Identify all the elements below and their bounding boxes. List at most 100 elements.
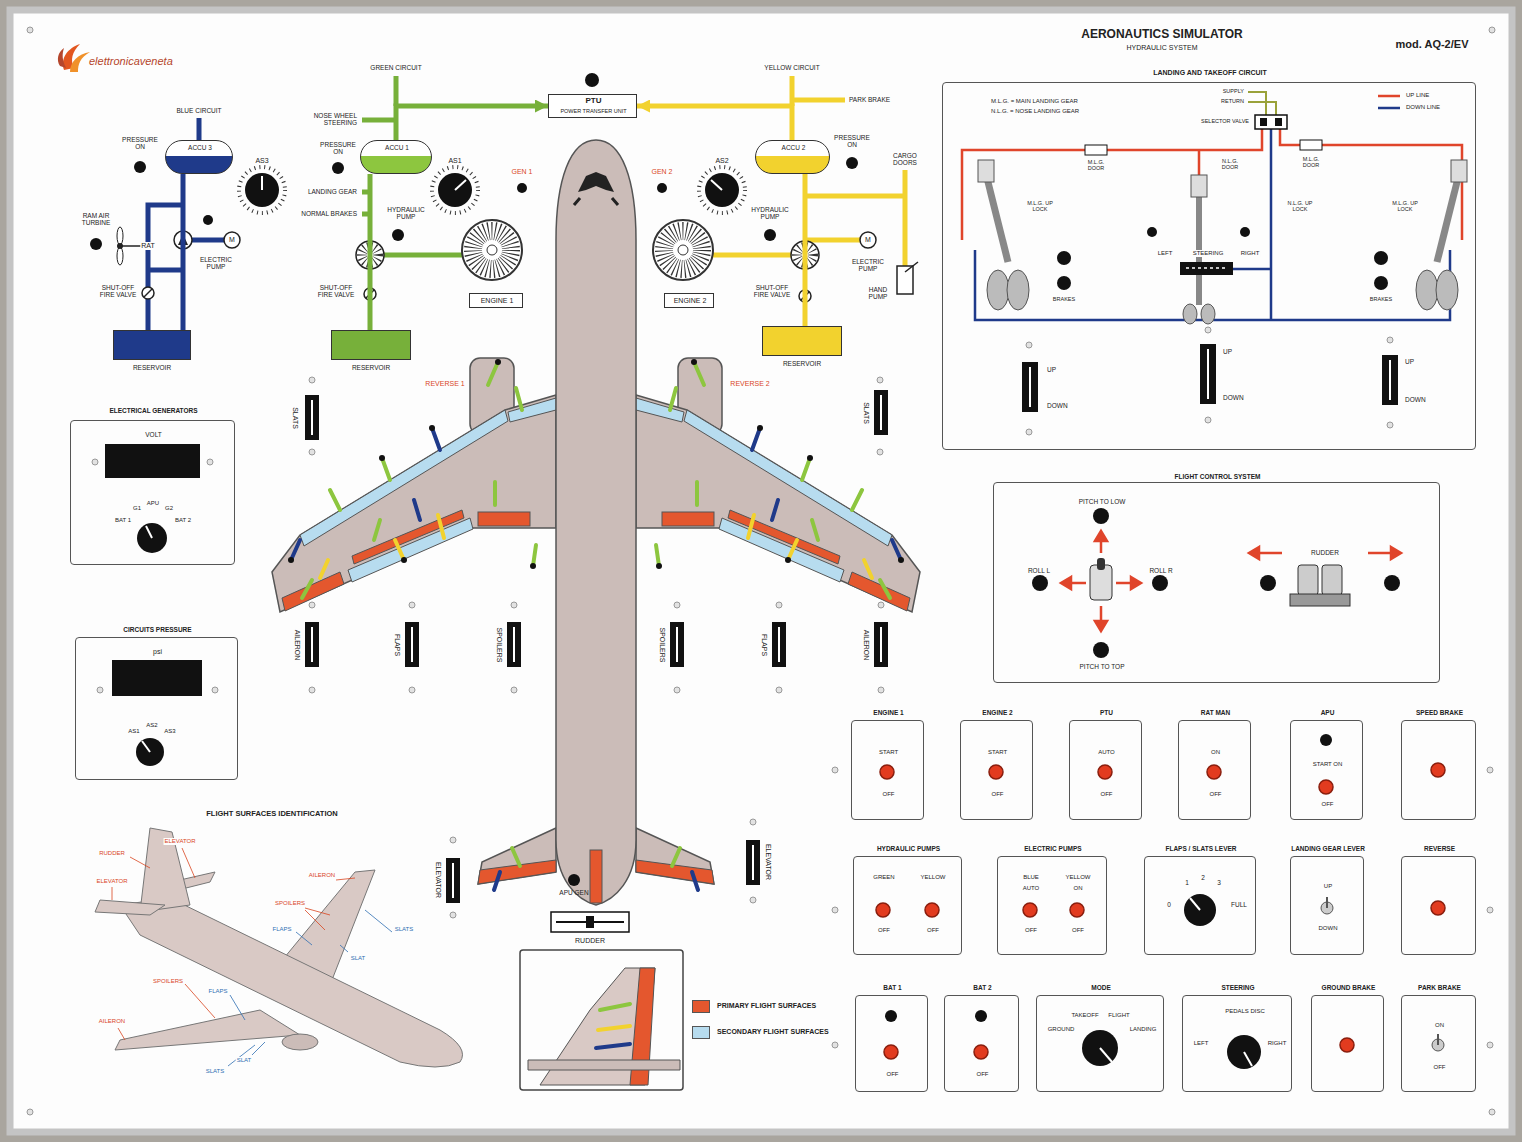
node-heading: LANDING GEAR LEVER	[1291, 845, 1365, 852]
part-label: FLIGHT SURFACES IDENTIFICATION	[205, 810, 339, 818]
screw	[1489, 27, 1495, 33]
flight-control-panel: FLIGHT CONTROL SYSTEMPITCH TO LOWROLL LR…	[993, 482, 1440, 683]
pressure-panel: CIRCUITS PRESSUREpsiAS1AS2AS3	[75, 637, 238, 780]
surface-switch	[551, 912, 629, 932]
node-text: G1	[133, 505, 141, 512]
stabilizer	[494, 872, 500, 890]
node-text: FULL	[1231, 901, 1247, 908]
control-box: BAT 2OFF	[944, 995, 1019, 1092]
surface-switch	[874, 622, 888, 667]
yellow-circuit	[585, 73, 599, 87]
screw	[27, 27, 33, 33]
flight-control-icons	[1061, 531, 1401, 631]
wing	[493, 482, 497, 505]
part-label: ELEVATOR	[95, 878, 128, 885]
blue-circuit	[245, 173, 279, 207]
landing-gear-circuit	[1180, 262, 1233, 275]
control-switch	[1227, 1035, 1261, 1069]
part-label: REVERSE 2	[729, 380, 770, 388]
surface-switch	[513, 627, 515, 662]
part-label: FLAPS	[760, 633, 768, 657]
part-label: HYDRAULIC PUMP	[385, 206, 427, 220]
part-label: SPOILERS	[152, 978, 184, 985]
node-heading: GROUND BRAKE	[1322, 984, 1376, 991]
node-text: APU	[147, 500, 159, 507]
hydraulic-line	[368, 174, 373, 330]
landing-gear-circuit	[1374, 251, 1388, 265]
wing	[432, 428, 440, 450]
node-heading: BAT 2	[973, 984, 991, 991]
green-circuit	[473, 231, 511, 269]
surfaces-identification-drawing	[112, 887, 113, 900]
part-label: BRAKES	[1369, 296, 1393, 302]
flight-control-icons	[1258, 552, 1282, 555]
stabilizer	[512, 848, 520, 866]
wing	[401, 557, 407, 563]
flight-control-icons	[1093, 508, 1109, 524]
part-label: ELEVATOR	[764, 843, 772, 881]
control-switch	[1437, 1034, 1439, 1045]
reservoir: RESERVOIR	[331, 330, 411, 374]
landing-gear-circuit	[1200, 344, 1216, 404]
surface-switch	[778, 627, 780, 662]
green-circuit	[432, 167, 478, 213]
node-text: AUTO	[1098, 749, 1115, 756]
landing-gear-circuit	[1451, 160, 1467, 182]
wing	[438, 515, 444, 538]
blue-circuit	[203, 215, 213, 225]
flight-control-icons	[1061, 577, 1071, 589]
board	[10, 10, 1512, 1132]
surface-switch	[305, 390, 888, 932]
node-heading: REVERSE	[1424, 845, 1455, 852]
airplane	[636, 828, 714, 890]
node-heading: ENGINE 1	[481, 297, 514, 305]
screw	[776, 687, 782, 693]
screw	[409, 687, 415, 693]
legend-swatch	[692, 1000, 710, 1013]
part-label: BLUE CIRCUIT	[175, 107, 222, 114]
screw	[1489, 1109, 1495, 1115]
node-heading: CIRCUITS PRESSURE	[123, 626, 191, 633]
part-label: CARGO DOORS	[886, 152, 924, 166]
node-text: DOWN	[1319, 925, 1338, 932]
wing	[379, 455, 385, 461]
surfaces-identification-drawing	[130, 857, 150, 868]
control-box: LANDING GEAR LEVERUPDOWN	[1290, 856, 1364, 955]
airplane	[556, 140, 636, 905]
control-switch	[885, 734, 1332, 1022]
node-text: 2	[1201, 874, 1205, 881]
screw	[1205, 327, 1211, 333]
node-text: 0	[1167, 901, 1171, 908]
node-text: LANDING	[1130, 1026, 1157, 1033]
part-label: SLATS	[862, 401, 870, 425]
wing	[382, 458, 390, 480]
engine-box: ENGINE 1	[469, 293, 523, 308]
tail-inset	[598, 1026, 630, 1030]
node-heading: ENGINE 1	[873, 709, 903, 716]
landing-gear-circuit	[962, 92, 1467, 412]
node-text: ON	[1435, 1022, 1444, 1029]
part-label: M.L.G. UP LOCK	[1024, 200, 1056, 212]
wing	[414, 500, 420, 520]
node-text: FLIGHT	[1108, 1012, 1129, 1019]
node-heading: HYDRAULIC PUMPS	[877, 845, 940, 852]
tail-inset	[596, 1044, 630, 1048]
electrical-panel	[142, 741, 150, 752]
part-label: SUPPLY	[1222, 88, 1245, 94]
surface-switch	[676, 627, 678, 662]
part-label: FLAPS	[271, 926, 292, 933]
yellow-circuit	[653, 220, 713, 280]
part-label: AILERON	[98, 1018, 126, 1025]
control-switch	[885, 1010, 897, 1022]
yellow-circuit	[764, 229, 776, 241]
control-box: FLAPS / SLATS LEVER0123FULL	[1144, 856, 1256, 955]
node-heading: SPEED BRAKE	[1416, 709, 1463, 716]
blue-circuit	[224, 232, 240, 248]
wing	[291, 540, 300, 560]
part-label: REVERSE 1	[424, 380, 465, 388]
landing-gear-circuit	[1275, 118, 1282, 126]
landing-gear-circuit	[1186, 267, 1228, 269]
wing	[288, 359, 536, 569]
part-label: UP	[1222, 348, 1233, 355]
wing	[478, 512, 530, 526]
